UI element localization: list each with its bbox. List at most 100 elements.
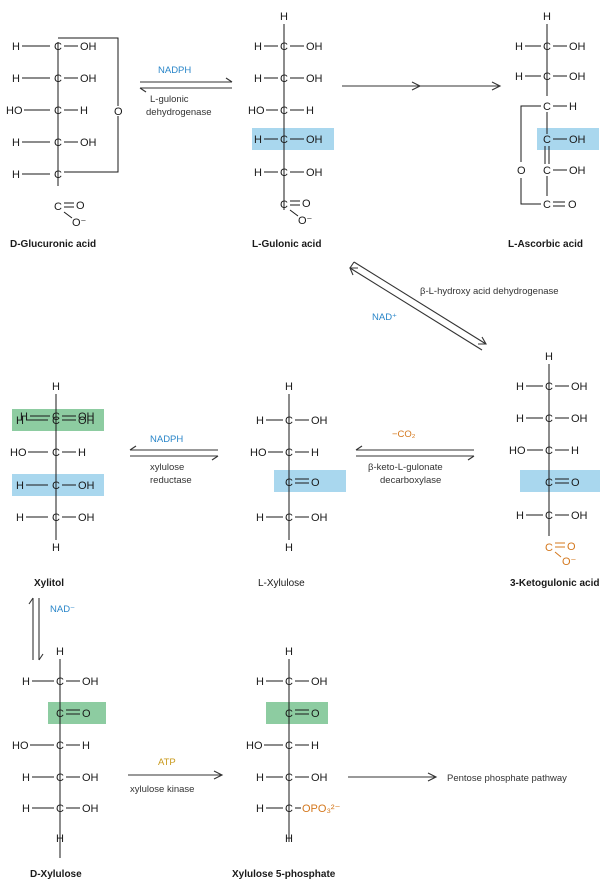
svg-text:OH: OH — [311, 512, 328, 524]
svg-text:O: O — [114, 106, 123, 118]
svg-text:C: C — [285, 477, 293, 489]
svg-text:H: H — [543, 11, 551, 23]
enzyme-label: L-gulonic — [150, 94, 189, 105]
enzyme-label: reductase — [150, 475, 192, 486]
svg-text:H: H — [516, 510, 524, 522]
svg-text:H: H — [254, 134, 262, 146]
compound-name-x5p: Xylulose 5-phosphate — [232, 869, 336, 880]
svg-text:C: C — [52, 512, 60, 524]
svg-text:O: O — [517, 165, 526, 177]
enzyme-label-kinase: xylulose kinase — [130, 784, 194, 795]
molecule-gulonic: H H C OH H C OH HO C H H C OH H C OH C O… — [248, 11, 323, 227]
highlight-xylitol-blue — [12, 474, 104, 496]
highlight-lxylulose — [274, 470, 346, 492]
svg-text:OH: OH — [80, 41, 97, 53]
svg-text:H: H — [82, 740, 90, 752]
svg-text:C: C — [56, 708, 64, 720]
svg-text:H: H — [516, 413, 524, 425]
svg-text:O: O — [568, 199, 577, 211]
svg-text:C: C — [54, 73, 62, 85]
svg-text:OH: OH — [78, 411, 95, 423]
svg-text:C: C — [543, 101, 551, 113]
svg-text:H: H — [280, 11, 288, 23]
atom: H — [12, 41, 20, 53]
compound-name-lxylulose: L-Xylulose — [258, 578, 305, 589]
svg-text:OH: OH — [306, 134, 323, 146]
compound-name-dxylulose: D-Xylulose — [30, 869, 82, 880]
svg-text:C: C — [285, 772, 293, 784]
svg-text:H: H — [22, 676, 30, 688]
svg-text:H: H — [545, 351, 553, 363]
svg-text:C: C — [280, 105, 288, 117]
reversible-arrow-1 — [139, 77, 233, 93]
svg-text:H: H — [515, 71, 523, 83]
svg-text:H: H — [16, 415, 24, 427]
svg-text:C: C — [54, 201, 62, 213]
svg-text:OH: OH — [571, 381, 588, 393]
svg-text:OH: OH — [311, 415, 328, 427]
svg-text:H: H — [254, 73, 262, 85]
reversible-arrow-diagonal — [349, 261, 487, 351]
svg-text:C: C — [543, 134, 551, 146]
svg-text:OH: OH — [569, 165, 586, 177]
svg-text:OH: OH — [306, 167, 323, 179]
svg-text:H: H — [256, 676, 264, 688]
cofactor-nad-minus: NAD⁻ — [50, 604, 75, 615]
compound-name-ketogulonic: 3-Ketogulonic acid — [510, 578, 599, 589]
enzyme-label-bhyd: β-L-hydroxy acid dehydrogenase — [420, 286, 559, 297]
svg-text:OH: OH — [78, 415, 95, 427]
highlight-x5p — [266, 702, 328, 724]
reversible-arrow-xylred — [129, 445, 219, 461]
svg-text:C: C — [285, 512, 293, 524]
cofactor-co2: −CO₂ — [392, 429, 416, 440]
svg-text:HO: HO — [509, 445, 526, 457]
svg-text:C: C — [285, 803, 293, 815]
svg-text:C: C — [280, 41, 288, 53]
svg-text:OH: OH — [82, 772, 99, 784]
svg-text:OH: OH — [78, 512, 95, 524]
svg-text:C: C — [545, 542, 553, 554]
highlight-ascorbic — [537, 128, 599, 150]
highlight-dxylulose — [48, 702, 106, 724]
svg-text:OH: OH — [306, 41, 323, 53]
molecule-x5p: H H C OH C O HO C H H C OH H C OPO₃²⁻ H — [246, 646, 341, 845]
svg-text:H: H — [306, 105, 314, 117]
reversible-arrow-decarb — [355, 445, 475, 461]
svg-text:HO: HO — [248, 105, 265, 117]
svg-text:C: C — [54, 137, 62, 149]
svg-text:OH: OH — [80, 137, 97, 149]
svg-text:C: C — [545, 510, 553, 522]
svg-text:OH: OH — [82, 803, 99, 815]
svg-text:O⁻: O⁻ — [72, 217, 87, 229]
highlight-xylitol-green — [12, 409, 104, 431]
svg-text:C: C — [545, 477, 553, 489]
svg-text:H: H — [20, 411, 28, 423]
forward-arrow-kinase — [128, 770, 224, 780]
svg-text:OH: OH — [82, 676, 99, 688]
svg-text:H: H — [16, 512, 24, 524]
svg-text:C: C — [54, 169, 62, 181]
enzyme-label: decarboxylase — [380, 475, 441, 486]
svg-text:H: H — [52, 542, 60, 554]
svg-text:H: H — [12, 169, 20, 181]
svg-text:OH: OH — [569, 41, 586, 53]
svg-text:C: C — [52, 415, 60, 427]
svg-text:C: C — [543, 41, 551, 53]
svg-text:OH: OH — [78, 480, 95, 492]
svg-text:H: H — [254, 167, 262, 179]
svg-text:C: C — [280, 134, 288, 146]
svg-text:C: C — [56, 676, 64, 688]
svg-text:O: O — [302, 198, 311, 210]
svg-text:C: C — [543, 199, 551, 211]
svg-text:C: C — [285, 676, 293, 688]
svg-text:H: H — [311, 447, 319, 459]
enzyme-label: xylulose — [150, 462, 184, 473]
svg-text:H: H — [22, 803, 30, 815]
cofactor-atp: ATP — [158, 757, 176, 768]
svg-text:C: C — [56, 740, 64, 752]
svg-text:C: C — [545, 445, 553, 457]
svg-text:H: H — [285, 381, 293, 393]
svg-text:O⁻: O⁻ — [562, 556, 577, 568]
svg-text:C: C — [543, 165, 551, 177]
svg-text:HO: HO — [10, 447, 27, 459]
